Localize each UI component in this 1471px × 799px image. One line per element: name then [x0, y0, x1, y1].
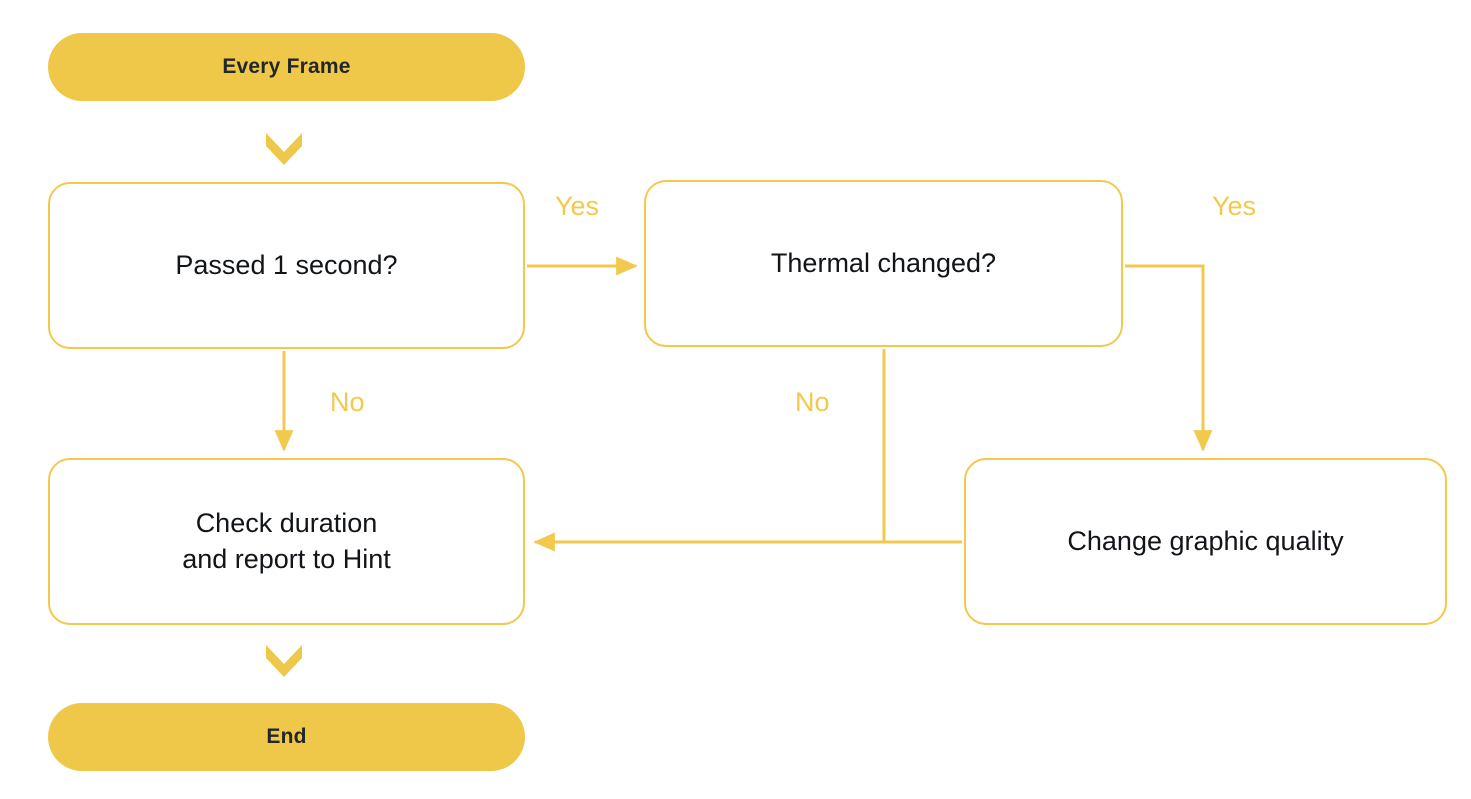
node-check-text: Check duration and report to Hint — [182, 506, 391, 577]
node-check-duration-report-hint[interactable]: Check duration and report to Hint — [48, 458, 525, 625]
chevron-down-icon-end — [266, 645, 302, 677]
edge-label-thermal-yes: Yes — [1212, 191, 1257, 221]
chevron-down-icon-start — [266, 133, 302, 165]
edge-label-passed-no: No — [330, 387, 365, 417]
edge-label-thermal-no: No — [795, 387, 830, 417]
edge-label-passed-yes: Yes — [555, 191, 600, 221]
node-change-graphic-quality[interactable]: Change graphic quality — [964, 458, 1447, 625]
node-start-every-frame[interactable]: Every Frame — [48, 33, 525, 101]
node-thermal-changed[interactable]: Thermal changed? — [644, 180, 1123, 347]
node-check-line-1: Check duration — [195, 507, 378, 538]
edge-thermal-yes — [1125, 264, 1213, 452]
node-check-line-2: and report to Hint — [182, 543, 391, 574]
node-end[interactable]: End — [48, 703, 525, 771]
node-passed-one-second[interactable]: Passed 1 second? — [48, 182, 525, 349]
